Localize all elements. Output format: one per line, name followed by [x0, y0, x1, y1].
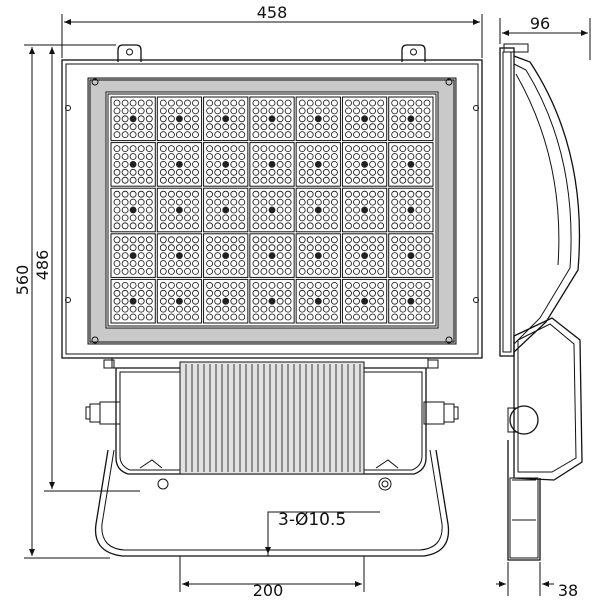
led-module: [295, 187, 341, 233]
led-module: [110, 142, 156, 187]
led-module: [341, 278, 388, 324]
led-module: [388, 187, 434, 233]
led-module: [295, 96, 341, 142]
led-module: [295, 233, 341, 278]
led-module: [341, 142, 388, 187]
led-module: [110, 278, 156, 324]
dim-holes: 3-Ø10.5: [278, 510, 346, 530]
led-module: [156, 96, 203, 142]
dim-bracket-spacing: 200: [253, 581, 284, 600]
led-module: [110, 233, 156, 278]
led-module: [110, 187, 156, 233]
top-tab-right: [401, 44, 426, 62]
cable-gland-right: [423, 401, 459, 425]
led-module: [388, 233, 434, 278]
led-module: [388, 278, 434, 324]
led-module: [388, 142, 434, 187]
dim-depth-total: 96: [530, 14, 550, 33]
side-bracket: [507, 440, 541, 561]
led-module-grid: [110, 96, 434, 324]
side-adjust-knob: [509, 405, 539, 435]
led-module: [156, 142, 203, 187]
dim-width-total: 458: [257, 3, 288, 22]
cable-gland-left: [85, 401, 121, 425]
u-bracket: [94, 449, 450, 557]
led-module: [249, 187, 295, 233]
led-module: [249, 278, 295, 324]
frame-screws: [65, 78, 479, 344]
led-module: [203, 187, 249, 233]
led-module: [249, 96, 295, 142]
led-module: [203, 278, 249, 324]
led-module: [295, 142, 341, 187]
led-module: [203, 142, 249, 187]
led-module: [295, 278, 341, 324]
dim-height-panel: 486: [33, 250, 52, 281]
led-module: [249, 142, 295, 187]
dim-height-total: 560: [13, 265, 32, 296]
led-module: [156, 187, 203, 233]
heat-sink: [179, 361, 365, 475]
heat-sink-fins: [185, 364, 361, 472]
led-module: [156, 233, 203, 278]
led-module: [156, 278, 203, 324]
led-module: [341, 187, 388, 233]
side-panel-edge: [499, 47, 515, 357]
led-module: [341, 233, 388, 278]
dim-bracket-depth: 38: [558, 581, 578, 600]
led-module: [341, 96, 388, 142]
led-module: [249, 233, 295, 278]
top-tab-left: [117, 44, 142, 62]
dimension-lines: [24, 14, 591, 596]
front-view: [61, 44, 483, 557]
driver-housing: [115, 367, 427, 475]
led-module: [388, 96, 434, 142]
led-module: [203, 233, 249, 278]
led-module: [110, 96, 156, 142]
side-view: [499, 43, 583, 561]
side-back-curve: [513, 55, 581, 353]
led-module: [203, 96, 249, 142]
